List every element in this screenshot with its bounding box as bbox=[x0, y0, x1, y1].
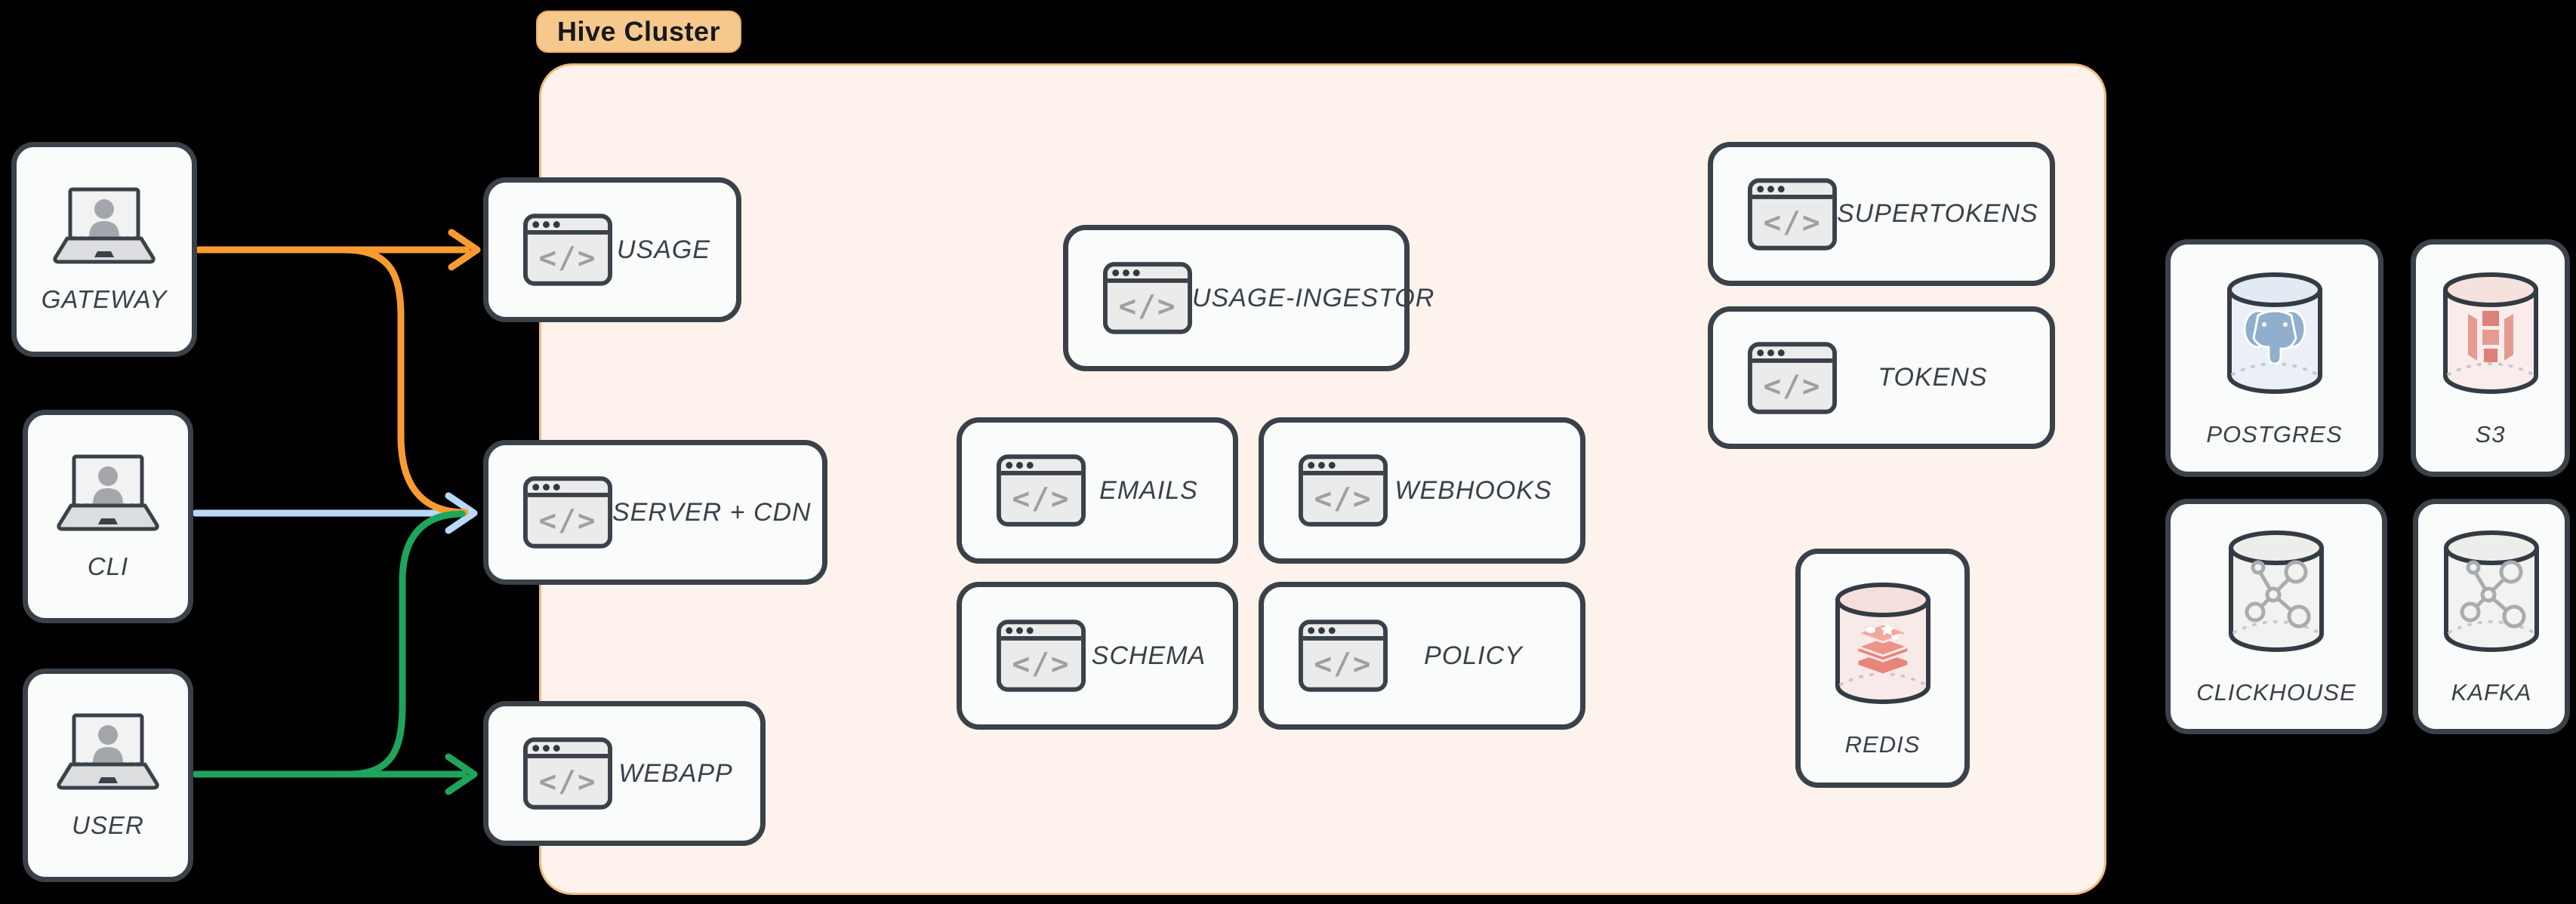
service-node-label: SUPERTOKENS bbox=[1837, 199, 2038, 228]
svg-text:</>: </> bbox=[1012, 481, 1071, 516]
edge-gateway-to-usage-arrowhead bbox=[448, 229, 481, 271]
code-window-icon: </> bbox=[523, 476, 612, 549]
laptop-user-icon bbox=[51, 453, 165, 534]
datastore-node-postgres: POSTGRES bbox=[2165, 239, 2383, 477]
datastore-node-kafka: KAFKA bbox=[2413, 499, 2570, 734]
code-window-icon: </> bbox=[1299, 620, 1388, 692]
datastore-node-clickhouse: CLICKHOUSE bbox=[2165, 499, 2387, 734]
svg-text:</>: </> bbox=[539, 764, 597, 799]
service-node-label: POLICY bbox=[1424, 641, 1523, 670]
svg-text:</>: </> bbox=[539, 503, 597, 538]
svg-text:</>: </> bbox=[1012, 647, 1071, 681]
datastore-node-label: POSTGRES bbox=[2206, 420, 2343, 447]
edge-user-to-webapp-arrowhead bbox=[445, 753, 478, 795]
svg-text:</>: </> bbox=[1119, 289, 1177, 324]
service-node-webapp: </> WEBAPP bbox=[483, 701, 766, 846]
service-node-label: WEBHOOKS bbox=[1394, 475, 1552, 505]
hive-cluster-label: Hive Cluster bbox=[536, 11, 742, 53]
code-window-icon: </> bbox=[1748, 177, 1837, 251]
redis-database-icon bbox=[1830, 579, 1936, 712]
svg-text:</>: </> bbox=[539, 241, 597, 275]
service-node-label: SCHEMA bbox=[1091, 641, 1206, 670]
datastore-node-label: CLICKHOUSE bbox=[2196, 679, 2356, 706]
code-window-icon: </> bbox=[523, 214, 612, 286]
service-node-label: USAGE-INGESTOR bbox=[1192, 283, 1435, 312]
datastore-node-s3: S3 bbox=[2411, 239, 2570, 477]
code-window-icon: </> bbox=[997, 620, 1086, 692]
laptop-user-icon bbox=[48, 186, 161, 267]
edge-user-to-server bbox=[345, 510, 466, 778]
postgres-database-icon bbox=[2222, 269, 2328, 401]
service-node-label: EMAILS bbox=[1099, 475, 1198, 505]
kafka-database-icon bbox=[2439, 527, 2544, 660]
datastore-node-redis: REDIS bbox=[1795, 549, 1970, 788]
service-node-tokens: </> TOKENS bbox=[1708, 306, 2055, 449]
code-window-icon: </> bbox=[1748, 341, 1837, 414]
code-window-icon: </> bbox=[1299, 454, 1388, 527]
service-node-usage: </> USAGE bbox=[483, 177, 741, 322]
client-node-cli: CLI bbox=[23, 410, 193, 623]
datastore-node-label: REDIS bbox=[1844, 730, 1921, 758]
svg-text:</>: </> bbox=[1314, 481, 1373, 516]
service-node-label: SERVER + CDN bbox=[612, 497, 812, 527]
service-node-supertokens: </> SUPERTOKENS bbox=[1708, 142, 2055, 286]
code-window-icon: </> bbox=[1103, 262, 1192, 334]
service-node-webhooks: </> WEBHOOKS bbox=[1259, 417, 1585, 564]
clickhouse-database-icon bbox=[2223, 527, 2329, 660]
edge-cli-to-server-arrowhead bbox=[445, 492, 478, 534]
service-node-schema: </> SCHEMA bbox=[957, 582, 1238, 730]
code-window-icon: </> bbox=[523, 737, 612, 810]
service-node-emails: </> EMAILS bbox=[957, 417, 1238, 564]
client-node-label: USER bbox=[72, 810, 144, 839]
datastore-node-label: KAFKA bbox=[2451, 679, 2532, 706]
svg-text:</>: </> bbox=[1314, 647, 1373, 681]
datastore-node-label: S3 bbox=[2475, 420, 2506, 447]
service-node-policy: </> POLICY bbox=[1259, 582, 1585, 730]
client-node-user: USER bbox=[23, 669, 193, 882]
s3-bucket-icon bbox=[2438, 269, 2544, 401]
svg-text:</>: </> bbox=[1764, 205, 1822, 240]
service-node-usage-ingestor: </> USAGE-INGESTOR bbox=[1063, 225, 1434, 371]
service-node-label: WEBAPP bbox=[618, 758, 733, 788]
service-node-server-cdn: </> SERVER + CDN bbox=[483, 440, 827, 585]
edge-gateway-to-server bbox=[340, 246, 469, 516]
client-node-gateway: GATEWAY bbox=[11, 142, 197, 357]
laptop-user-icon bbox=[51, 712, 165, 793]
code-window-icon: </> bbox=[997, 454, 1086, 527]
client-node-label: GATEWAY bbox=[41, 284, 168, 313]
svg-text:</>: </> bbox=[1764, 369, 1822, 404]
service-node-label: USAGE bbox=[616, 235, 711, 264]
client-node-label: CLI bbox=[87, 552, 129, 580]
service-node-label: TOKENS bbox=[1878, 363, 1988, 392]
